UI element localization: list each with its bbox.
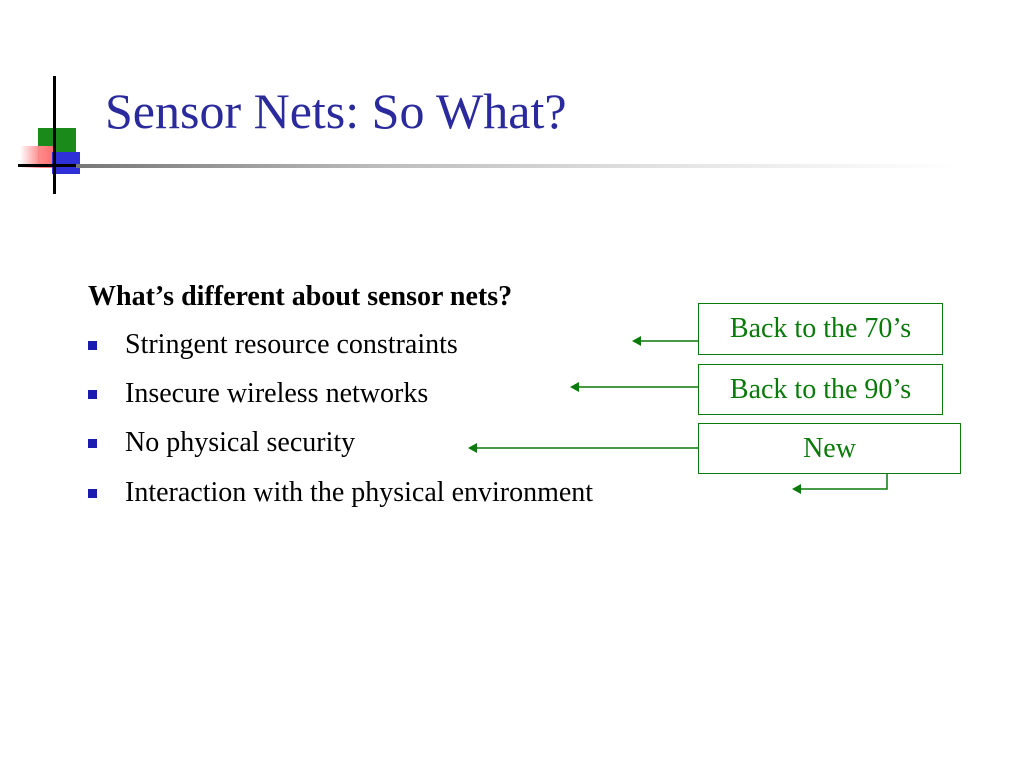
logo-horizontal-line [18,164,76,167]
logo-blue-square [52,152,80,174]
slide-title: Sensor Nets: So What? [105,83,567,139]
bullet-square-icon [88,438,97,448]
logo-red-square [20,146,56,168]
bullet-item: Interaction with the physical environmen… [88,476,593,510]
bullet-item: No physical security [88,426,355,460]
arrowhead-90s [570,382,579,392]
callout-70s: Back to the 70’s [698,303,943,355]
bullet-text: Interaction with the physical environmen… [125,477,594,508]
title-underline [76,164,956,168]
arrowhead-70s [632,336,641,346]
callout-90s: Back to the 90’s [698,364,943,415]
bullet-item: Stringent resource constraints [88,328,458,362]
logo-vertical-line [53,76,56,194]
bullet-text: Insecure wireless networks [125,378,429,409]
arrowhead-new-security [468,443,477,453]
bullet-square-icon [88,389,97,399]
decorative-logo [0,0,110,200]
bullet-text: No physical security [125,427,356,458]
arrow-line-new-environment [800,473,888,490]
bullet-square-icon [88,340,97,350]
callout-new: New [698,423,961,474]
bullet-square-icon [88,488,97,498]
slide-heading: What’s different about sensor nets? [88,281,513,312]
bullet-text: Stringent resource constraints [125,329,458,360]
bullet-item: Insecure wireless networks [88,377,428,411]
arrowhead-new-environment [792,484,801,494]
